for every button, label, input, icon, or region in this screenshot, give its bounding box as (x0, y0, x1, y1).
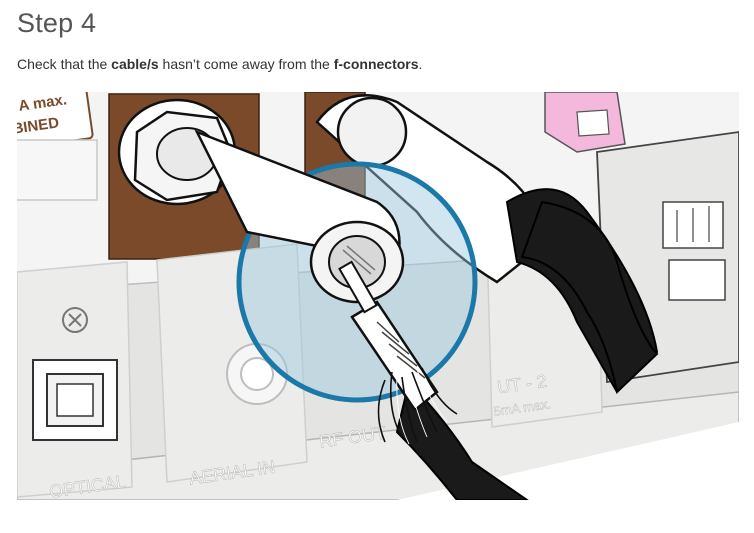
connector-illustration: A max. BINED OPTICAL (17, 92, 739, 500)
step-title: Step 4 (17, 8, 97, 38)
instruction-term-cables: cable/s (111, 56, 159, 72)
instruction-suffix: . (418, 56, 423, 72)
warning-sticker: A max. BINED (17, 92, 98, 201)
warning-label-line1: A max. (17, 92, 68, 115)
pink-connector (544, 92, 626, 153)
left-coax-cable (338, 260, 529, 500)
aerial-in-port: AERIAL IN (156, 243, 308, 489)
optical-port: OPTICAL (17, 261, 133, 500)
instruction-term-f-connectors: f-connectors (333, 56, 419, 72)
connector-illustration-svg: A max. BINED OPTICAL (17, 92, 739, 500)
warning-label-line2: BINED (17, 114, 60, 137)
instruction-prefix: Check that the (17, 56, 112, 72)
instruction-middle: hasn’t come away from the (158, 56, 334, 72)
instruction-text: Check that the cable/s hasn’t come away … (17, 56, 422, 72)
